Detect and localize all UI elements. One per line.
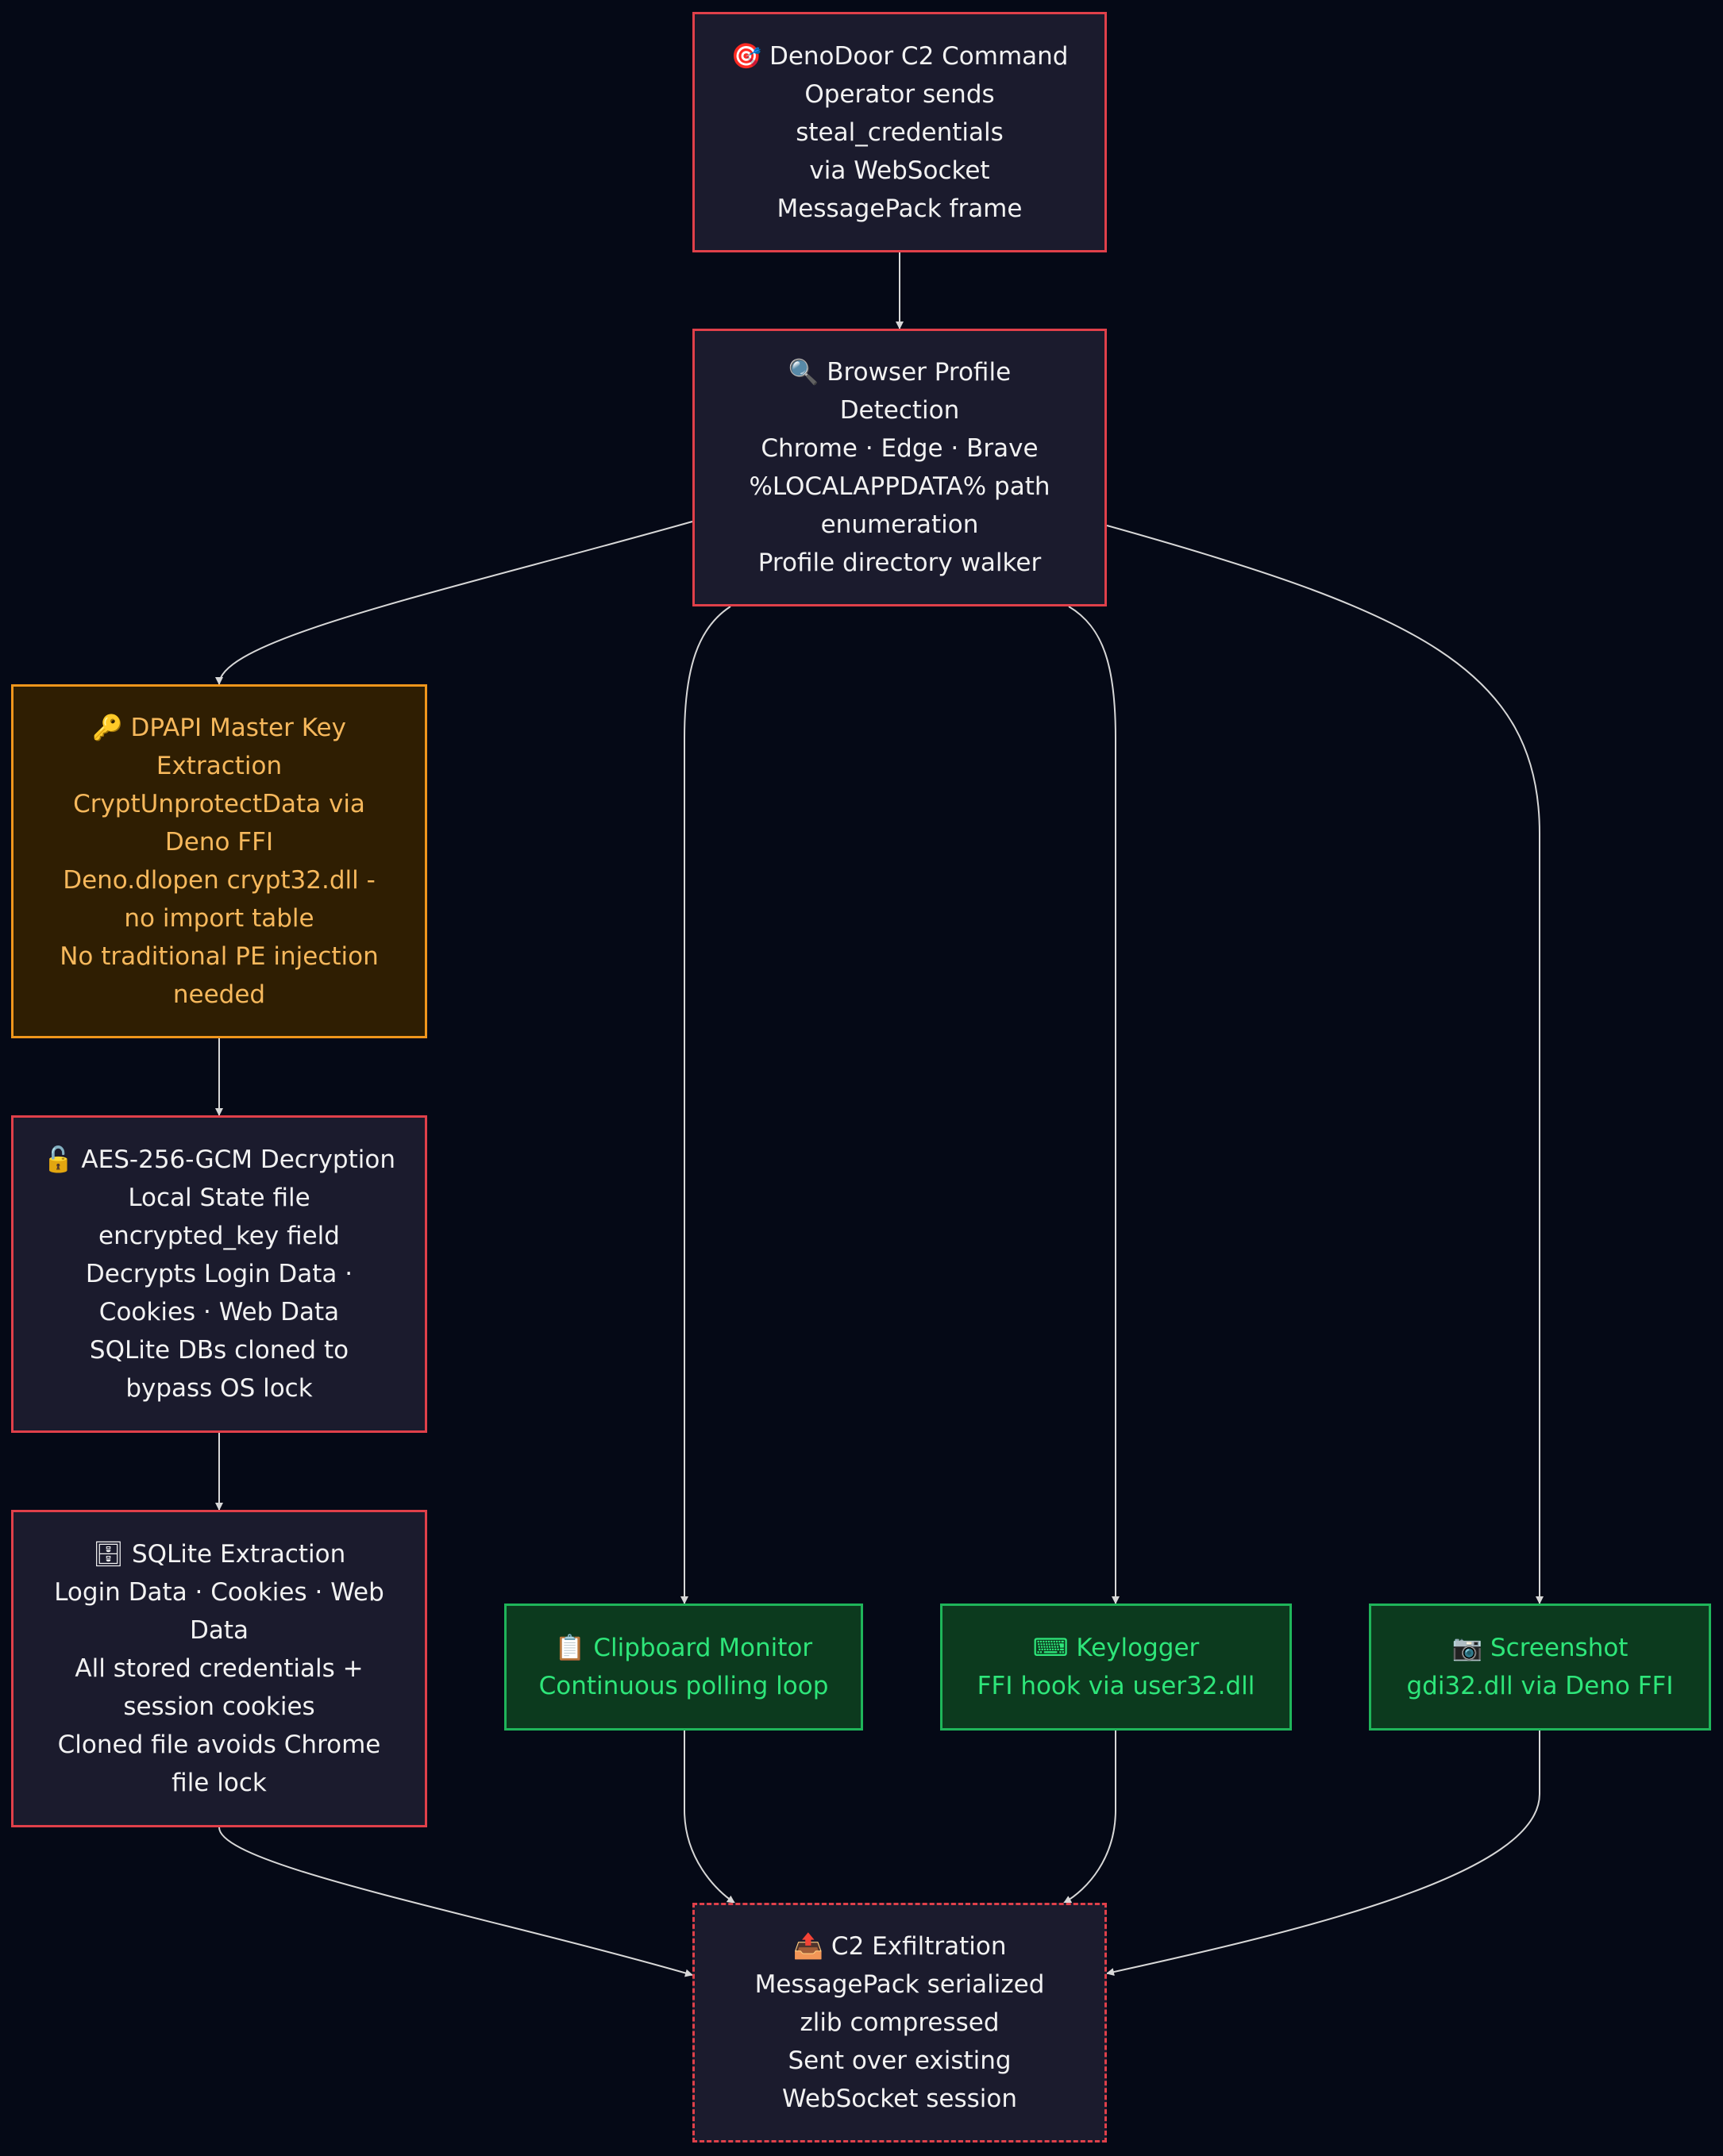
- node-line: enumeration: [820, 510, 979, 539]
- node-line: Operator sends: [804, 79, 995, 109]
- node-line: Profile directory walker: [757, 549, 1042, 577]
- node-line: No traditional PE injection: [60, 942, 379, 971]
- node-title: 🔓 AES-256-GCM Decryption: [42, 1145, 395, 1174]
- node-title: 🔍 Browser Profile: [788, 358, 1012, 387]
- node-line: Deno.dlopen crypt32.dll -: [63, 866, 376, 895]
- node-line: Sent over existing: [788, 2046, 1012, 2075]
- node-line: session cookies: [123, 1692, 315, 1721]
- node-line: FFI hook via user32.dll: [977, 1672, 1255, 1700]
- node-line: encrypted_key field: [98, 1222, 340, 1250]
- node-title: 📋 Clipboard Monitor: [554, 1634, 813, 1662]
- node-line: Deno FFI: [164, 828, 274, 857]
- node-line: Data: [189, 1616, 249, 1645]
- node-line: steal_credentials: [796, 117, 1004, 147]
- node-line: no import table: [124, 904, 314, 933]
- node-line: Extraction: [156, 752, 283, 780]
- node-title: 🎯 DenoDoor C2 Command: [730, 41, 1069, 71]
- edge-clipboard-to-exfil: [684, 1731, 735, 1904]
- node-title: 🗄 SQLite Extraction: [92, 1540, 346, 1569]
- node-line: MessagePack frame: [777, 194, 1023, 223]
- node-line: Continuous polling loop: [538, 1672, 829, 1700]
- node-line: gdi32.dll via Deno FFI: [1406, 1672, 1674, 1700]
- node-line: via WebSocket: [809, 156, 990, 185]
- node-line: MessagePack serialized: [754, 1970, 1045, 1999]
- node-line: Login Data · Cookies · Web: [54, 1578, 384, 1607]
- node-line: CryptUnprotectData via: [73, 790, 365, 818]
- edge-keylogger-to-exfil: [1063, 1731, 1116, 1904]
- node-line: SQLite DBs cloned to: [89, 1336, 349, 1365]
- edge-browser-to-keylogger: [1068, 606, 1120, 1604]
- node-line: %LOCALAPPDATA% path: [749, 472, 1050, 501]
- edge-browser-to-clipboard: [680, 606, 731, 1604]
- node-line: All stored credentials +: [75, 1654, 364, 1683]
- edge-browser-to-dpapi: [215, 521, 693, 685]
- node-title: 🔑 DPAPI Master Key: [92, 714, 346, 742]
- node-line: Cloned file avoids Chrome: [57, 1731, 381, 1759]
- node-line: bypass OS lock: [125, 1374, 313, 1403]
- node-line: Cookies · Web Data: [98, 1298, 340, 1326]
- node-line: zlib compressed: [800, 2008, 1000, 2037]
- screenshot-node: 📷 Screenshot gdi32.dll via Deno FFI: [1369, 1604, 1711, 1731]
- node-line: Detection: [839, 396, 960, 425]
- node-line: Decrypts Login Data ·: [85, 1260, 353, 1288]
- node-title: 📷 Screenshot: [1451, 1634, 1629, 1662]
- node-line: Chrome · Edge · Brave: [761, 434, 1039, 463]
- node-line: file lock: [172, 1769, 267, 1797]
- node-title: ⌨ Keylogger: [1032, 1634, 1200, 1662]
- edge-screenshot-to-exfil: [1106, 1731, 1540, 1976]
- node-title: 📤 C2 Exfiltration: [792, 1932, 1007, 1961]
- edge-sqlite-to-exfil: [218, 1827, 693, 1977]
- node-line: WebSocket session: [782, 2085, 1017, 2113]
- node-line: Local State file: [128, 1184, 310, 1212]
- edge-browser-to-screenshot: [1106, 525, 1544, 1604]
- node-line: needed: [172, 980, 266, 1009]
